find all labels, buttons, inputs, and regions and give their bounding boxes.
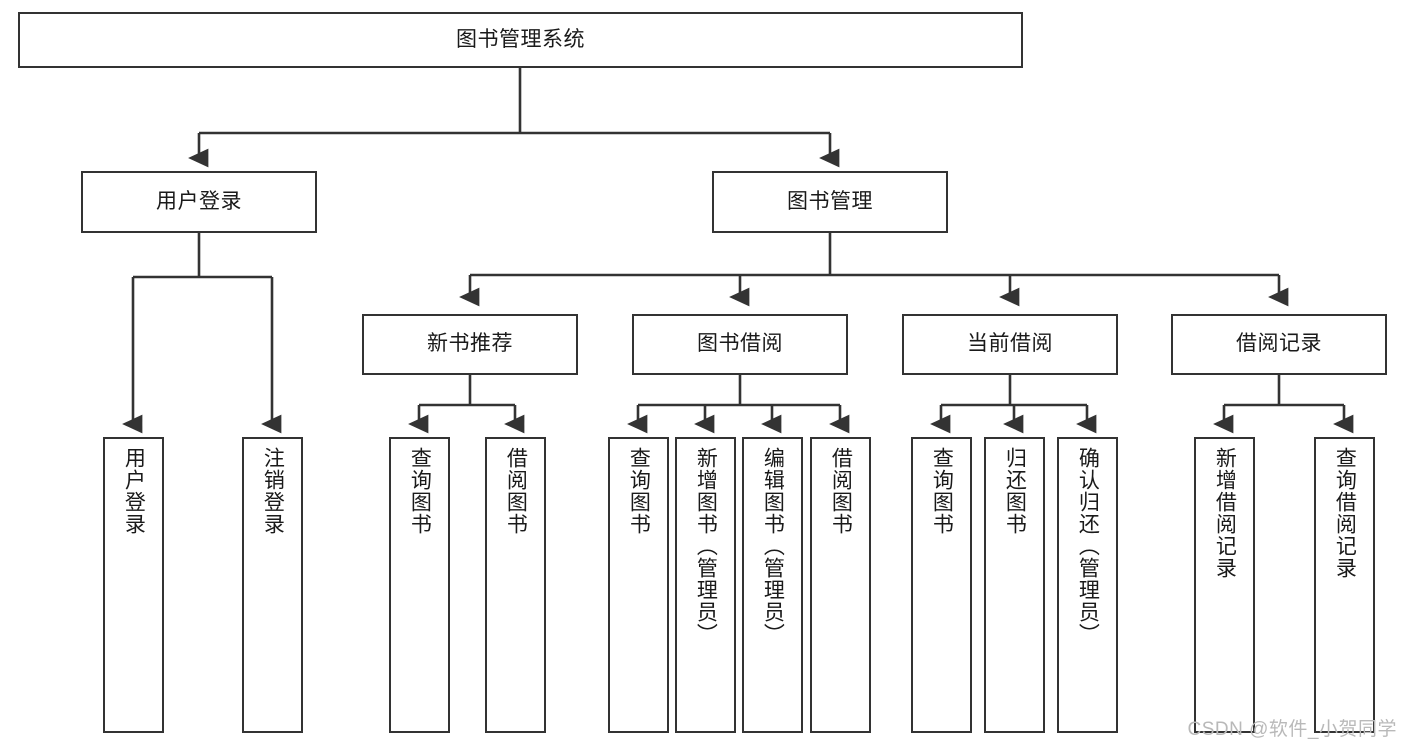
node-label: 新书推荐 <box>427 332 513 356</box>
node-root-book-management-system[interactable]: 图书管理系统 <box>18 12 1023 68</box>
leaf-new-book-borrow-books[interactable]: 借阅图书 <box>485 437 546 733</box>
leaf-book-borrow-borrow-books[interactable]: 借阅图书 <box>810 437 871 733</box>
node-book-management[interactable]: 图书管理 <box>712 171 948 233</box>
leaf-current-borrow-confirm-return-admin[interactable]: 确认归还（管理员） <box>1057 437 1118 733</box>
node-label: 新增图书（管理员） <box>694 447 718 645</box>
leaf-book-borrow-edit-book-admin[interactable]: 编辑图书（管理员） <box>742 437 803 733</box>
node-label: 注销登录 <box>261 447 285 535</box>
node-borrowing-records[interactable]: 借阅记录 <box>1171 314 1387 375</box>
leaf-user-login-login[interactable]: 用户登录 <box>103 437 164 733</box>
node-user-login[interactable]: 用户登录 <box>81 171 317 233</box>
leaf-borrow-record-add-record[interactable]: 新增借阅记录 <box>1194 437 1255 733</box>
node-label: 归还图书 <box>1003 447 1027 535</box>
node-label: 图书借阅 <box>697 332 783 356</box>
node-label: 当前借阅 <box>967 332 1053 356</box>
node-label: 借阅图书 <box>504 447 528 535</box>
node-label: 图书管理 <box>787 189 873 213</box>
node-label: 借阅图书 <box>829 447 853 535</box>
node-label: 确认归还（管理员） <box>1076 447 1100 645</box>
csdn-watermark: CSDN @软件_小贺同学 <box>1187 719 1397 740</box>
node-label: 查询图书 <box>627 447 651 535</box>
leaf-book-borrow-add-book-admin[interactable]: 新增图书（管理员） <box>675 437 736 733</box>
node-label: 借阅记录 <box>1236 332 1322 356</box>
leaf-user-login-logout[interactable]: 注销登录 <box>242 437 303 733</box>
leaf-book-borrow-query-books[interactable]: 查询图书 <box>608 437 669 733</box>
node-label: 用户登录 <box>122 447 146 535</box>
node-label: 查询借阅记录 <box>1333 447 1357 579</box>
node-label: 图书管理系统 <box>456 27 585 51</box>
node-label: 用户登录 <box>156 189 242 213</box>
leaf-borrow-record-query-record[interactable]: 查询借阅记录 <box>1314 437 1375 733</box>
node-current-borrowing[interactable]: 当前借阅 <box>902 314 1118 375</box>
leaf-current-borrow-return-books[interactable]: 归还图书 <box>984 437 1045 733</box>
node-new-book-recommendation[interactable]: 新书推荐 <box>362 314 578 375</box>
node-label: 查询图书 <box>408 447 432 535</box>
leaf-new-book-query-books[interactable]: 查询图书 <box>389 437 450 733</box>
node-book-borrowing[interactable]: 图书借阅 <box>632 314 848 375</box>
leaf-current-borrow-query-books[interactable]: 查询图书 <box>911 437 972 733</box>
node-label: 查询图书 <box>930 447 954 535</box>
node-label: 编辑图书（管理员） <box>761 447 785 645</box>
node-label: 新增借阅记录 <box>1213 447 1237 579</box>
